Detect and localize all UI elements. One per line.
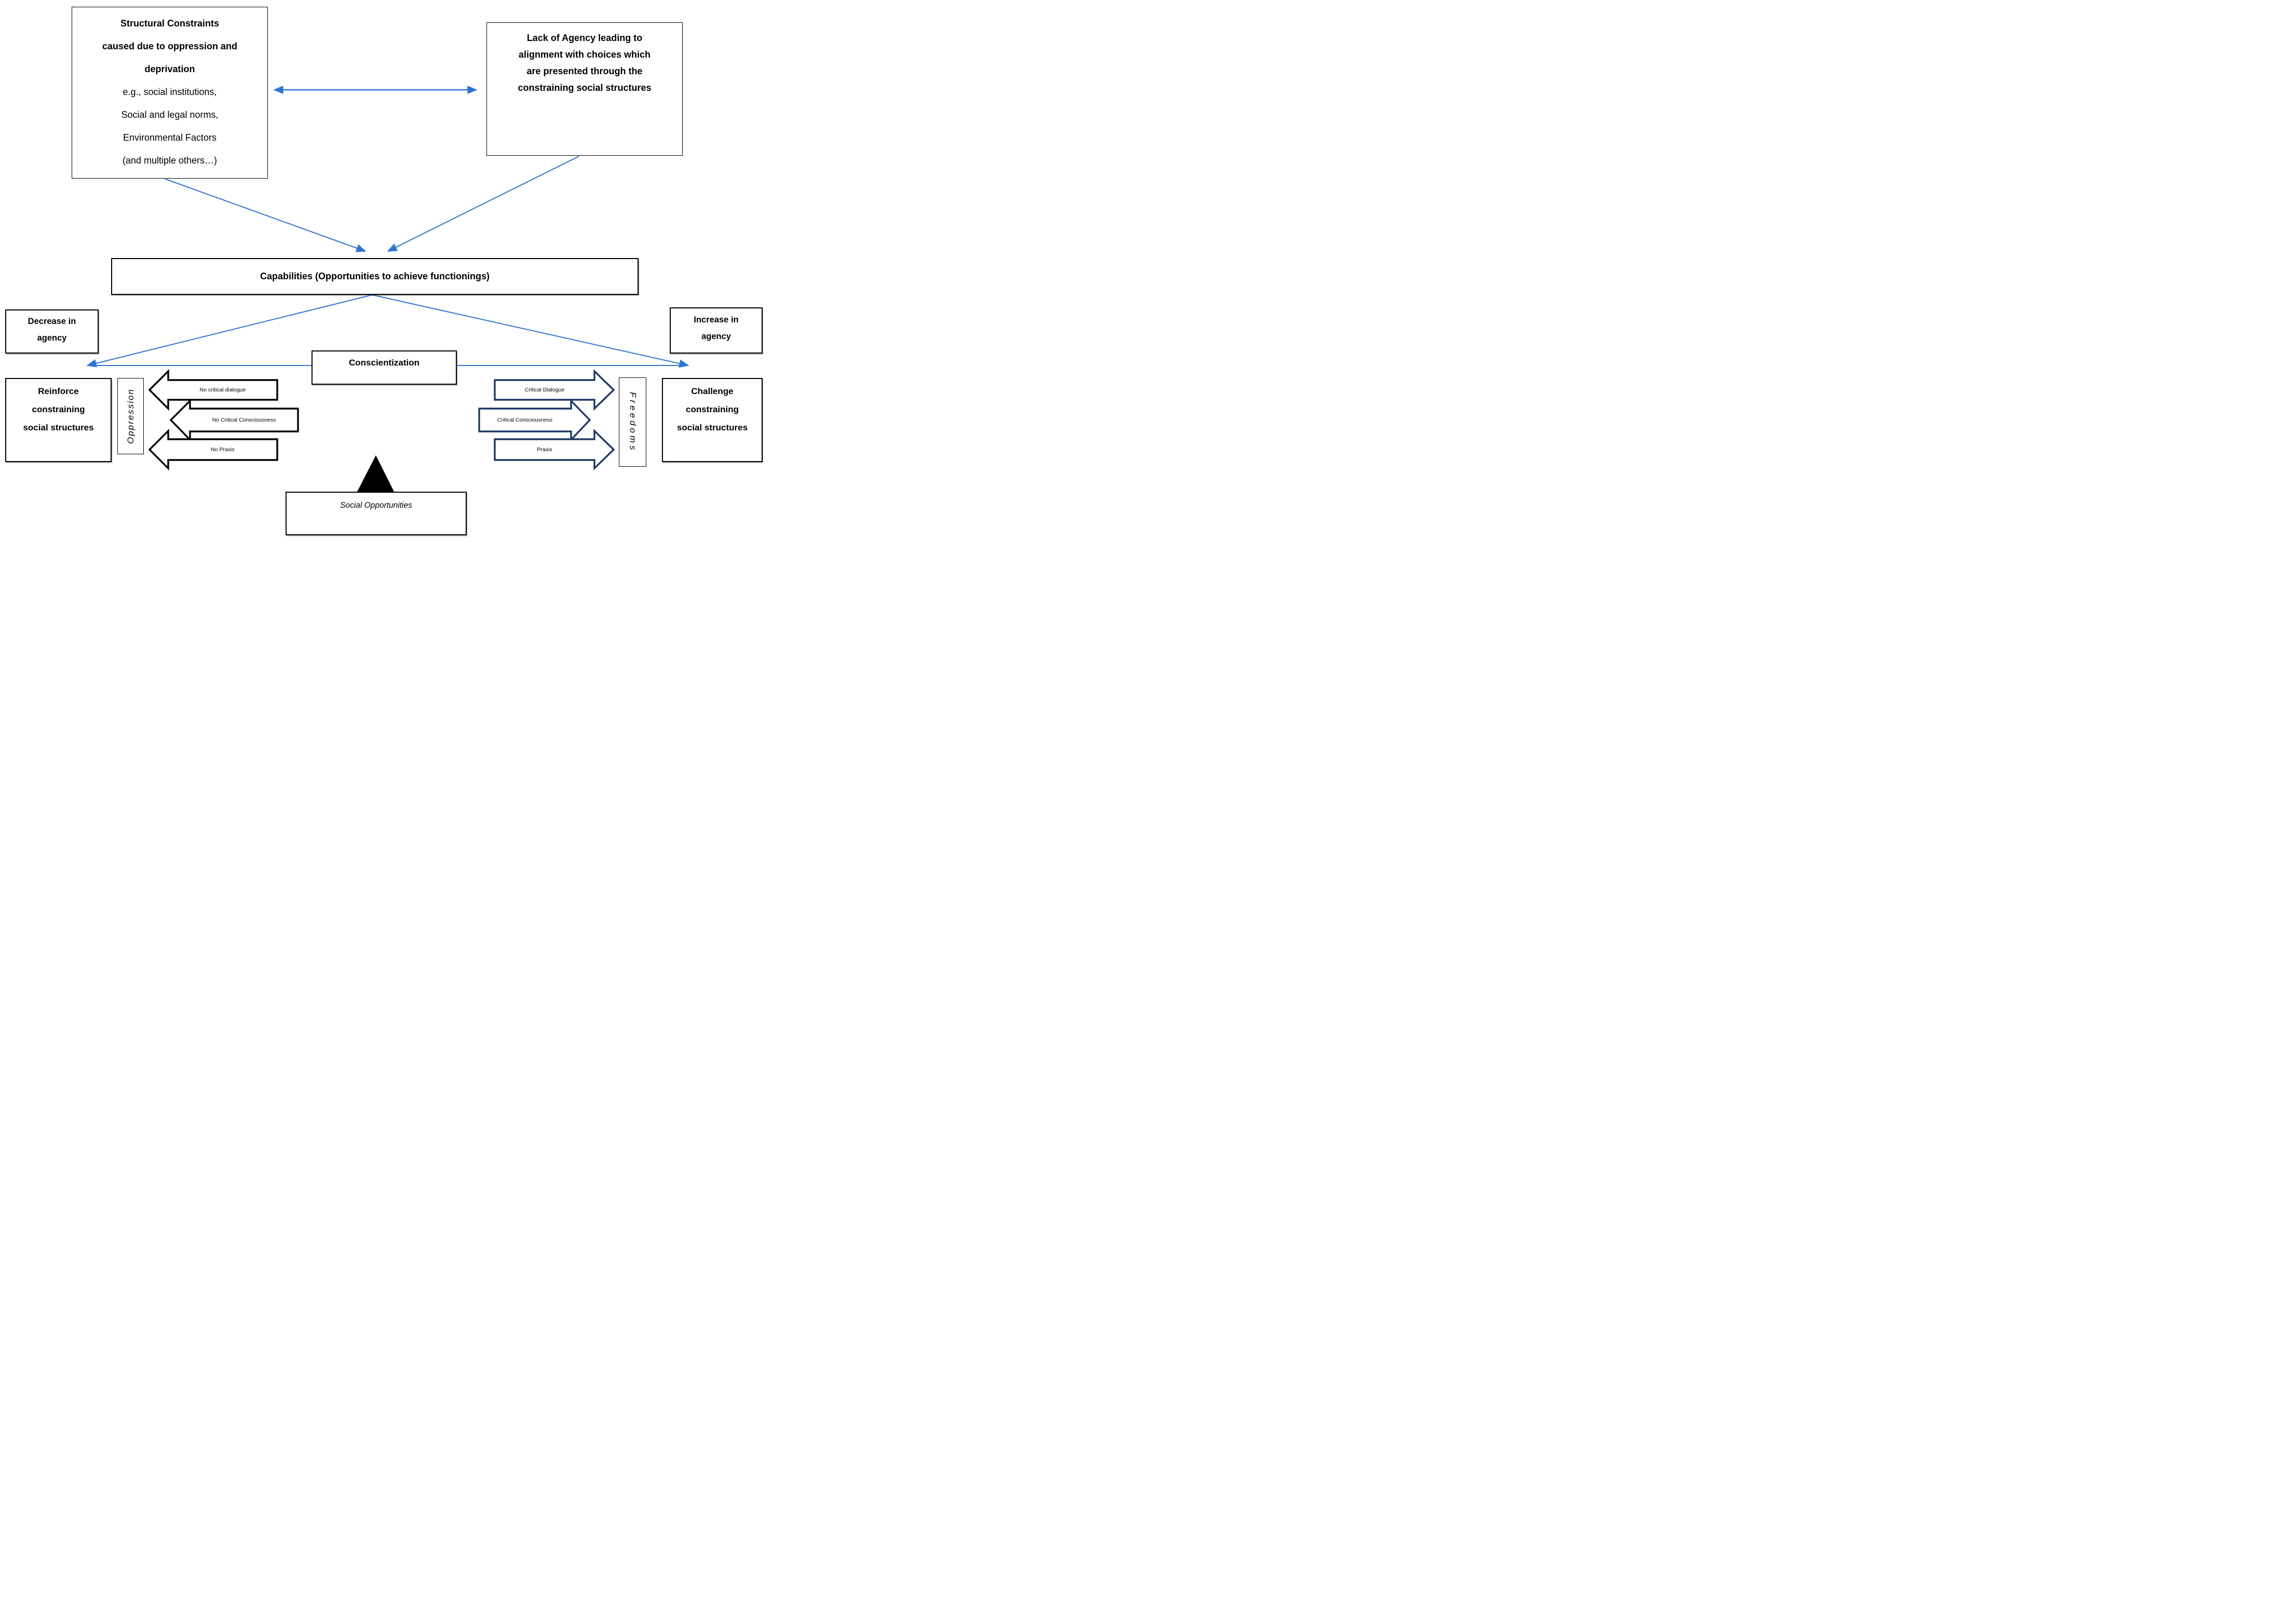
conscientization-label: Conscientization <box>348 358 419 368</box>
structural-example-line: e.g., social institutions, <box>123 87 217 97</box>
no-praxis-arrow <box>148 428 278 471</box>
decrease-agency-box: Decrease in agency <box>5 309 99 354</box>
structural-example-line: Environmental Factors <box>123 132 217 143</box>
capabilities-to-right-arrow <box>372 294 689 368</box>
structural-title-line: Structural Constraints <box>120 18 220 29</box>
increase-agency-line: Increase in <box>694 315 739 324</box>
praxis-arrow <box>494 428 615 471</box>
structural-example-line: Social and legal norms, <box>121 110 219 120</box>
increase-agency-box: Increase in agency <box>670 307 763 354</box>
reinforce-structures-box: Reinforce constraining social structures <box>5 378 112 462</box>
connector-layer <box>86 86 689 492</box>
capabilities-box: Capabilities (Opportunities to achieve f… <box>111 258 639 295</box>
critical-consciousness-label: Critical Consciousness <box>497 417 553 423</box>
lack-of-agency-box: Lack of Agency leading to alignment with… <box>486 22 683 156</box>
no-critical-dialogue-label: No critical dialogue <box>199 387 246 393</box>
structural-example-line: (and multiple others…) <box>122 155 218 166</box>
conscientization-box: Conscientization <box>311 350 457 385</box>
critical-dialogue-arrow <box>494 369 615 411</box>
social-opportunities-box: Social Opportunities <box>286 492 467 535</box>
social-opportunities-label: Social Opportunities <box>340 501 412 510</box>
lack-of-agency-line: alignment with choices which <box>518 49 651 60</box>
capabilities-to-left-arrow <box>86 294 373 368</box>
capabilities-label: Capabilities (Opportunities to achieve f… <box>260 271 490 281</box>
challenge-line: constraining <box>685 404 739 414</box>
reinforce-line: social structures <box>23 423 94 432</box>
structural-to-capabilities-arrow <box>165 179 367 252</box>
challenge-line: social structures <box>676 423 748 432</box>
challenge-structures-box: Challenge constraining social structures <box>662 378 763 462</box>
oppression-label: Oppression <box>125 388 135 444</box>
challenge-line: Challenge <box>691 386 734 396</box>
social-opportunities-triangle <box>357 455 394 492</box>
reinforce-line: constraining <box>32 404 85 414</box>
no-critical-consciousness-label: No Critical Consciousness <box>212 417 276 423</box>
structural-title-line: deprivation <box>144 64 195 74</box>
oppression-box: Oppression <box>117 378 144 454</box>
lack-of-agency-line: Lack of Agency leading to <box>526 33 643 43</box>
reinforce-line: Reinforce <box>38 386 79 396</box>
decrease-agency-line: agency <box>37 333 67 343</box>
lack-of-agency-line: are presented through the <box>526 66 643 76</box>
increase-agency-line: agency <box>701 332 731 341</box>
praxis-label: Praxis <box>537 446 552 453</box>
structural-constraints-box: Structural Constraints caused due to opp… <box>72 7 268 179</box>
critical-dialogue-label: Critical Dialogue <box>524 387 565 393</box>
lack-of-agency-line: constraining social structures <box>518 83 652 93</box>
no-critical-dialogue-arrow <box>148 369 278 411</box>
structural-title-line: caused due to oppression and <box>102 41 238 51</box>
freedoms-label: Freedoms <box>628 391 638 453</box>
agency-to-capabilities-arrow <box>387 156 579 252</box>
freedoms-box: Freedoms <box>619 377 646 467</box>
decrease-agency-line: Decrease in <box>28 317 76 326</box>
diagram-canvas: Structural Constraints caused due to opp… <box>0 0 763 542</box>
no-praxis-label: No Praxis <box>211 446 235 453</box>
